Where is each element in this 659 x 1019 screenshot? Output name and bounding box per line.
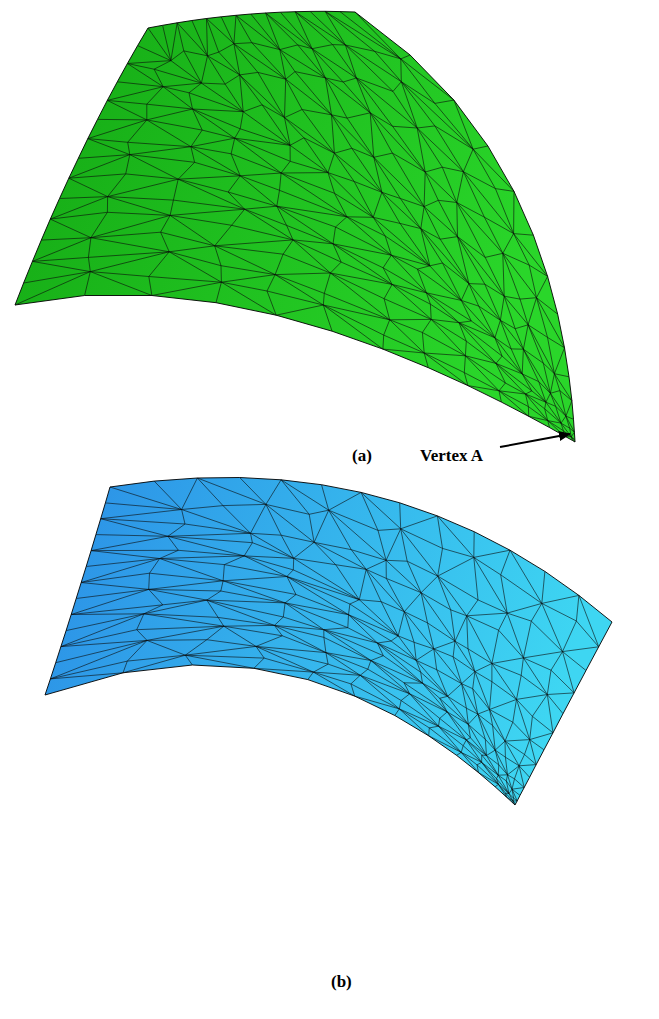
mesh-edges [50, 478, 598, 806]
blue-mesh-surface [45, 478, 612, 806]
mesh-edges [15, 11, 575, 442]
leader-arrow [500, 434, 570, 447]
surface-fill [45, 478, 612, 806]
vertex-label: Vertex A [420, 447, 483, 466]
panel-label: (b) [331, 973, 352, 992]
panel-label: (a) [352, 447, 372, 466]
green-mesh-surface [15, 11, 575, 442]
surface-fill [15, 11, 575, 442]
